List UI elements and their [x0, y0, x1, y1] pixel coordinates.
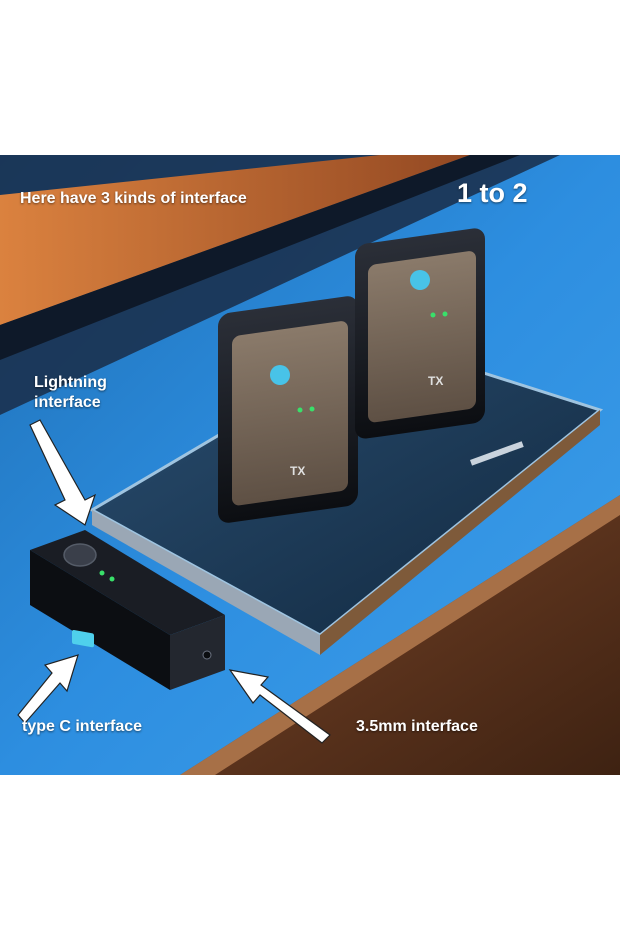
caption-interface-kinds: Here have 3 kinds of interface: [20, 190, 247, 207]
arrow-35mm: [228, 669, 331, 744]
receiver-button: [63, 543, 97, 567]
type-c-connector: [72, 630, 94, 648]
caption-type-c: type C interface: [22, 718, 143, 735]
caption-lightning: Lightning interface: [34, 373, 107, 413]
arrows: [17, 419, 331, 744]
wood-edge: [180, 495, 620, 775]
arrow-type-c: [17, 654, 79, 724]
tx-right-led-2: [442, 311, 448, 317]
jack-35mm: [202, 650, 212, 660]
receiver: [30, 530, 225, 690]
tx-right-label: TX: [428, 374, 443, 388]
arrow-lightning: [29, 419, 97, 526]
black-stripe: [0, 155, 520, 360]
tx-left-led-1: [297, 407, 303, 413]
tx-left-label: TX: [290, 464, 305, 478]
tx-left-led-2: [309, 406, 315, 412]
receiver-led-1: [99, 570, 105, 576]
phone-edge: [92, 510, 320, 655]
transmitter-left: TX: [218, 296, 358, 523]
receiver-led-2: [109, 576, 115, 582]
product-photo: TX TX: [0, 155, 620, 775]
tx-right-power-icon: [410, 270, 430, 290]
tx-right-led-1: [430, 312, 436, 318]
caption-35mm: 3.5mm interface: [356, 718, 478, 735]
product-illustration: TX TX: [0, 155, 620, 775]
caption-lightning-line1: Lightning: [34, 374, 107, 391]
phone-button: [470, 441, 524, 466]
transmitter-right: TX: [355, 228, 485, 439]
phone-side: [320, 410, 600, 655]
caption-lightning-line2: interface: [34, 394, 101, 411]
tx-left-power-icon: [270, 365, 290, 385]
caption-receiver-count: 1 to 2: [457, 178, 528, 208]
